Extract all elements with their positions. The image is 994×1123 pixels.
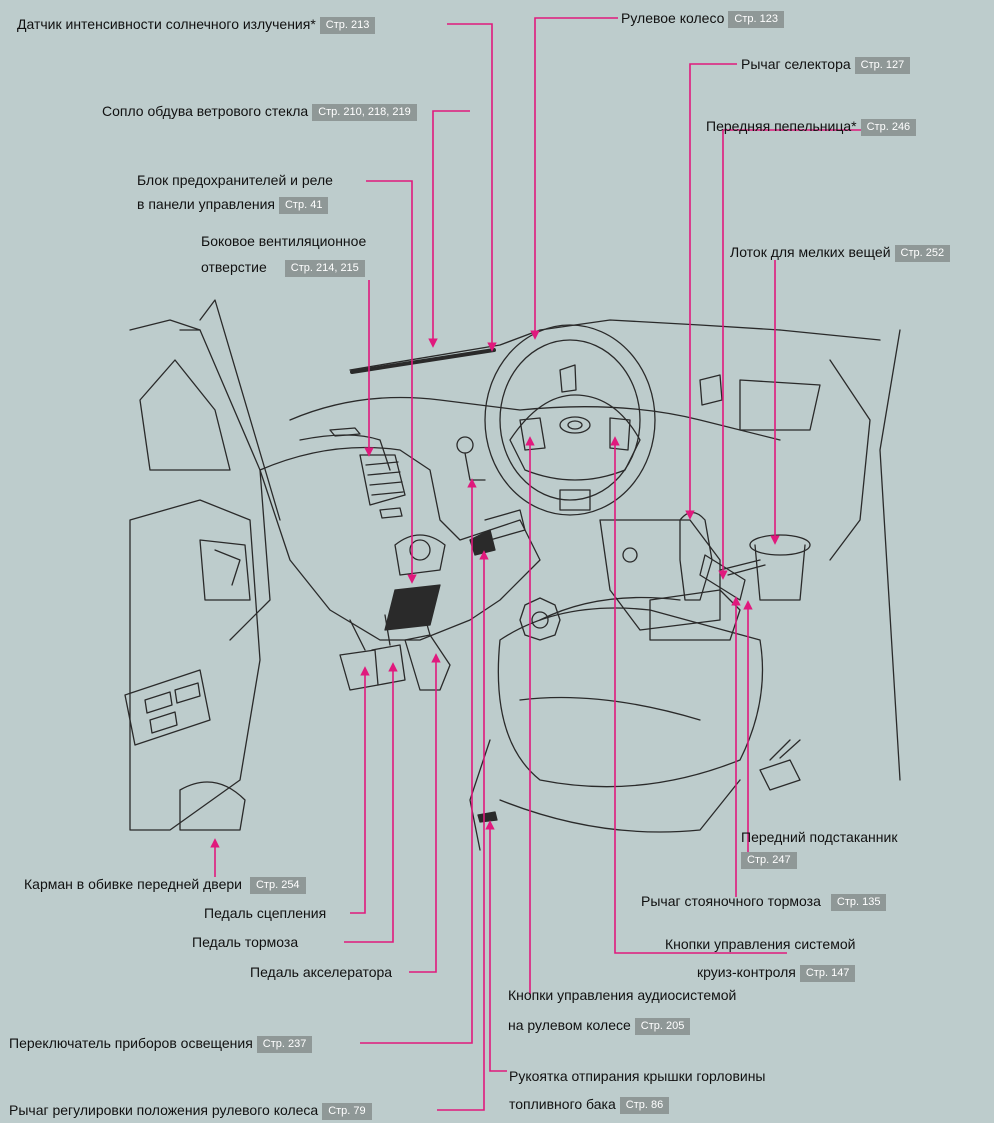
label-brake-pedal: Педаль тормоза [192, 934, 299, 950]
window-switches [124, 669, 211, 746]
label-fuel-release: Рукоятка отпирания крышки горловины топл… [509, 1068, 766, 1114]
ref-badge[interactable]: Стр. 247 [741, 851, 797, 869]
label-front-ashtray: Передняя пепельница*Стр. 246 [706, 118, 917, 136]
ref-badge[interactable]: Стр. 41 [278, 196, 329, 214]
label-cup-holder: Передний подстаканник Стр. 247 [741, 826, 897, 870]
ref-badge[interactable]: Стр. 246 [860, 118, 917, 136]
ref-badge[interactable]: Стр. 214, 215 [284, 259, 365, 277]
ref-badge[interactable]: Стр. 79 [322, 1102, 372, 1120]
ref-badge[interactable]: Стр. 213 [319, 16, 376, 34]
ref-badge[interactable]: Стр. 205 [634, 1017, 691, 1035]
ref-badge[interactable]: Стр. 237 [256, 1035, 313, 1053]
fuel-release-handle [477, 811, 498, 823]
ref-badge[interactable]: Стр. 123 [728, 10, 784, 28]
ref-badge[interactable]: Стр. 127 [854, 56, 911, 74]
dashboard [289, 396, 781, 441]
ref-badge[interactable]: Стр. 210, 218, 219 [312, 103, 417, 121]
light-switch-knob [394, 534, 446, 576]
label-audio-buttons: Кнопки управления аудиосистемой на рулев… [508, 987, 737, 1035]
driver-seat [497, 607, 764, 788]
door-pocket [179, 781, 246, 831]
ref-badge[interactable]: Стр. 86 [619, 1096, 670, 1114]
label-tilt-lever: Рычаг регулировки положения рулевого кол… [9, 1102, 372, 1120]
label-fuse-box: Блок предохранителей и реле в панели упр… [137, 172, 333, 214]
ref-badge[interactable]: Стр. 252 [894, 244, 951, 262]
door-panel [129, 499, 261, 831]
defroster-strip [350, 348, 496, 374]
seat-knob [519, 597, 561, 641]
ref-badge[interactable]: Стр. 135 [830, 893, 887, 911]
label-clutch-pedal: Педаль сцепления [204, 905, 327, 921]
ref-badge[interactable]: Стр. 254 [249, 876, 306, 894]
label-accelerator-pedal: Педаль акселератора [250, 964, 393, 980]
label-sun-sensor: Датчик интенсивности солнечного излучени… [17, 16, 376, 34]
ref-badge[interactable]: Стр. 147 [799, 964, 856, 982]
label-cruise-buttons: Кнопки управления системой круиз-контрол… [665, 936, 856, 982]
clutch-pedal [339, 649, 379, 691]
a-pillar-left [179, 329, 271, 641]
